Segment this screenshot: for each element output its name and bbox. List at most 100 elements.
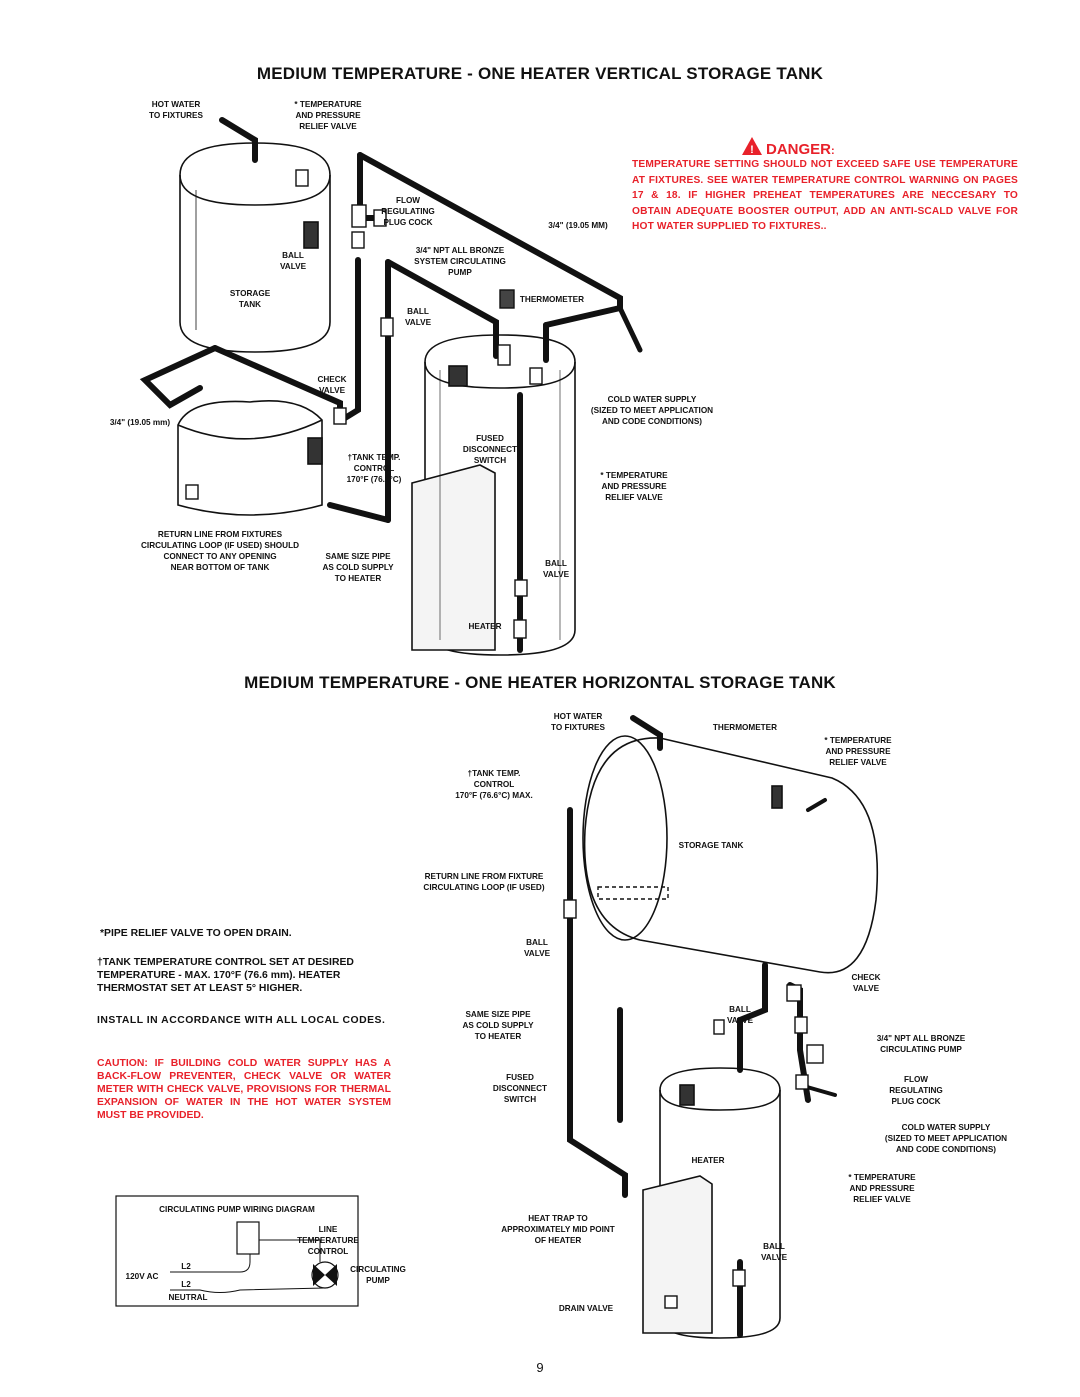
wiring-diagram: CIRCULATING PUMP WIRING DIAGRAM LINE TEM…: [115, 1195, 406, 1307]
bottom-fused-label: FUSED: [506, 1073, 534, 1082]
svg-text:AND CODE CONDITIONS): AND CODE CONDITIONS): [896, 1145, 996, 1154]
svg-text:NEUTRAL: NEUTRAL: [168, 1293, 207, 1302]
top-storage-label: STORAGE: [230, 289, 271, 298]
top-fittings: [185, 169, 543, 639]
bottom-heat-trap-label: HEAT TRAP TO: [528, 1214, 588, 1223]
svg-text:VALVE: VALVE: [543, 570, 570, 579]
top-storage-tank: [179, 142, 331, 353]
svg-text:DISCONNECT: DISCONNECT: [493, 1084, 547, 1093]
svg-text:RELIEF VALVE: RELIEF VALVE: [829, 758, 887, 767]
danger-warning-text: TEMPERATURE SETTING SHOULD NOT EXCEED SA…: [632, 159, 1018, 232]
bottom-same-size-label: SAME SIZE PIPE: [465, 1010, 531, 1019]
svg-text:AS COLD SUPPLY: AS COLD SUPPLY: [462, 1021, 534, 1030]
pipe-relief-note: *PIPE RELIEF VALVE TO OPEN DRAIN.: [100, 928, 292, 939]
bottom-return-label: RETURN LINE FROM FIXTURE: [425, 872, 544, 881]
top-same-size-label: SAME SIZE PIPE: [325, 552, 391, 561]
svg-text:CONTROL: CONTROL: [354, 464, 394, 473]
svg-text:VALVE: VALVE: [280, 262, 307, 271]
svg-text:TO HEATER: TO HEATER: [335, 574, 382, 583]
bottom-labels: HOT WATER TO FIXTURES THERMOMETER * TEMP…: [423, 712, 1007, 1313]
svg-text:AND PRESSURE: AND PRESSURE: [825, 747, 891, 756]
top-fused-label: FUSED: [476, 434, 504, 443]
svg-text:(SIZED TO MEET APPLICATION: (SIZED TO MEET APPLICATION: [885, 1134, 1007, 1143]
bottom-storage-label: STORAGE TANK: [679, 841, 744, 850]
svg-text:(SIZED TO MEET APPLICATION: (SIZED TO MEET APPLICATION: [591, 406, 713, 415]
top-labels: HOT WATER TO FIXTURES * TEMPERATURE AND …: [110, 100, 713, 631]
bottom-tp-relief-label: * TEMPERATURE: [824, 736, 892, 745]
bottom-npt-label: 3/4" NPT ALL BRONZE: [877, 1034, 966, 1043]
bottom-heater-label: HEATER: [691, 1156, 724, 1165]
top-ball-valve-2: BALL: [407, 307, 429, 316]
svg-text:VALVE: VALVE: [727, 1016, 754, 1025]
danger-heading: DANGER:: [766, 141, 835, 158]
top-thermometer-label: THERMOMETER: [520, 295, 584, 304]
svg-text:RELIEF VALVE: RELIEF VALVE: [853, 1195, 911, 1204]
tank-temp-note: †TANK TEMPERATURE CONTROL SET AT DESIRED…: [97, 957, 354, 994]
svg-text:CONTROL: CONTROL: [308, 1247, 348, 1256]
svg-text:TO FIXTURES: TO FIXTURES: [149, 111, 204, 120]
svg-text:TANK: TANK: [239, 300, 261, 309]
svg-text:CIRCULATING PUMP: CIRCULATING PUMP: [880, 1045, 962, 1054]
svg-text:TO FIXTURES: TO FIXTURES: [551, 723, 606, 732]
svg-text:SWITCH: SWITCH: [504, 1095, 536, 1104]
svg-text:L2: L2: [181, 1262, 191, 1271]
svg-text:PLUG COCK: PLUG COCK: [891, 1097, 940, 1106]
svg-text:!: !: [750, 144, 754, 156]
bottom-ball-valve-2: BALL: [729, 1005, 751, 1014]
svg-text:PUMP: PUMP: [448, 268, 472, 277]
svg-text:AS COLD SUPPLY: AS COLD SUPPLY: [322, 563, 394, 572]
svg-text:SYSTEM CIRCULATING: SYSTEM CIRCULATING: [414, 257, 506, 266]
top-heater: [411, 334, 576, 656]
top-check-label: CHECK: [317, 375, 346, 384]
install-note: INSTALL IN ACCORDANCE WITH ALL LOCAL COD…: [97, 1015, 386, 1026]
bottom-tank-temp-label: †TANK TEMP.: [468, 769, 521, 778]
bottom-hot-water-label: HOT WATER: [554, 712, 603, 721]
top-cold-label: COLD WATER SUPPLY: [608, 395, 697, 404]
svg-text:REGULATING: REGULATING: [381, 207, 435, 216]
bottom-cold-label: COLD WATER SUPPLY: [902, 1123, 991, 1132]
svg-text:RELIEF VALVE: RELIEF VALVE: [605, 493, 663, 502]
bottom-check-label: CHECK: [851, 973, 880, 982]
bottom-flow-label: FLOW: [904, 1075, 928, 1084]
top-pipe-size-left: 3/4" (19.05 mm): [110, 418, 171, 427]
svg-text:VALVE: VALVE: [761, 1253, 788, 1262]
bottom-ball-valve-3: BALL: [763, 1242, 785, 1251]
top-return-label: RETURN LINE FROM FIXTURES: [158, 530, 283, 539]
bottom-fittings: [563, 886, 824, 1309]
top-pipe-size-right: 3/4" (19.05 MM): [548, 221, 608, 230]
svg-text:AND CODE CONDITIONS): AND CODE CONDITIONS): [602, 417, 702, 426]
bottom-storage-tank: [582, 735, 879, 974]
top-ball-valve-1: BALL: [282, 251, 304, 260]
top-tank-temp-label: †TANK TEMP.: [348, 453, 401, 462]
top-diagram-title: MEDIUM TEMPERATURE - ONE HEATER VERTICAL…: [256, 64, 824, 83]
top-heater-label: HEATER: [468, 622, 501, 631]
svg-text:VALVE: VALVE: [319, 386, 346, 395]
bottom-heater: [642, 1067, 781, 1339]
svg-text:VALVE: VALVE: [524, 949, 551, 958]
svg-text:SWITCH: SWITCH: [474, 456, 506, 465]
svg-text:APPROXIMATELY MID POINT: APPROXIMATELY MID POINT: [501, 1225, 615, 1234]
bottom-ball-valve-1: BALL: [526, 938, 548, 947]
svg-text:L2: L2: [181, 1280, 191, 1289]
svg-text:VALVE: VALVE: [853, 984, 880, 993]
bottom-tp-relief-2: * TEMPERATURE: [848, 1173, 916, 1182]
svg-text:LINE: LINE: [319, 1225, 338, 1234]
svg-text:DISCONNECT: DISCONNECT: [463, 445, 517, 454]
svg-text:TO HEATER: TO HEATER: [475, 1032, 522, 1041]
svg-text:170°F (76.6°C): 170°F (76.6°C): [347, 475, 402, 484]
svg-text:120V AC: 120V AC: [126, 1272, 159, 1281]
svg-text:CIRCULATING LOOP (IF USED) SHO: CIRCULATING LOOP (IF USED) SHOULD: [141, 541, 299, 550]
svg-text:AND PRESSURE: AND PRESSURE: [849, 1184, 915, 1193]
svg-text:VALVE: VALVE: [405, 318, 432, 327]
wiring-title: CIRCULATING PUMP WIRING DIAGRAM: [159, 1205, 315, 1214]
danger-icon: !: [742, 137, 762, 156]
top-tp-relief-2: * TEMPERATURE: [600, 471, 668, 480]
bottom-thermometer-label: THERMOMETER: [713, 723, 777, 732]
svg-text:TEMPERATURE: TEMPERATURE: [297, 1236, 359, 1245]
svg-text:CIRCULATING LOOP (IF USED): CIRCULATING LOOP (IF USED): [423, 883, 544, 892]
top-hot-water-label: HOT WATER: [152, 100, 201, 109]
top-flow-label: FLOW: [396, 196, 420, 205]
page-number: 9: [536, 1360, 544, 1375]
caution-note: CAUTION: IF BUILDING COLD WATER SUPPLY H…: [97, 1058, 391, 1121]
